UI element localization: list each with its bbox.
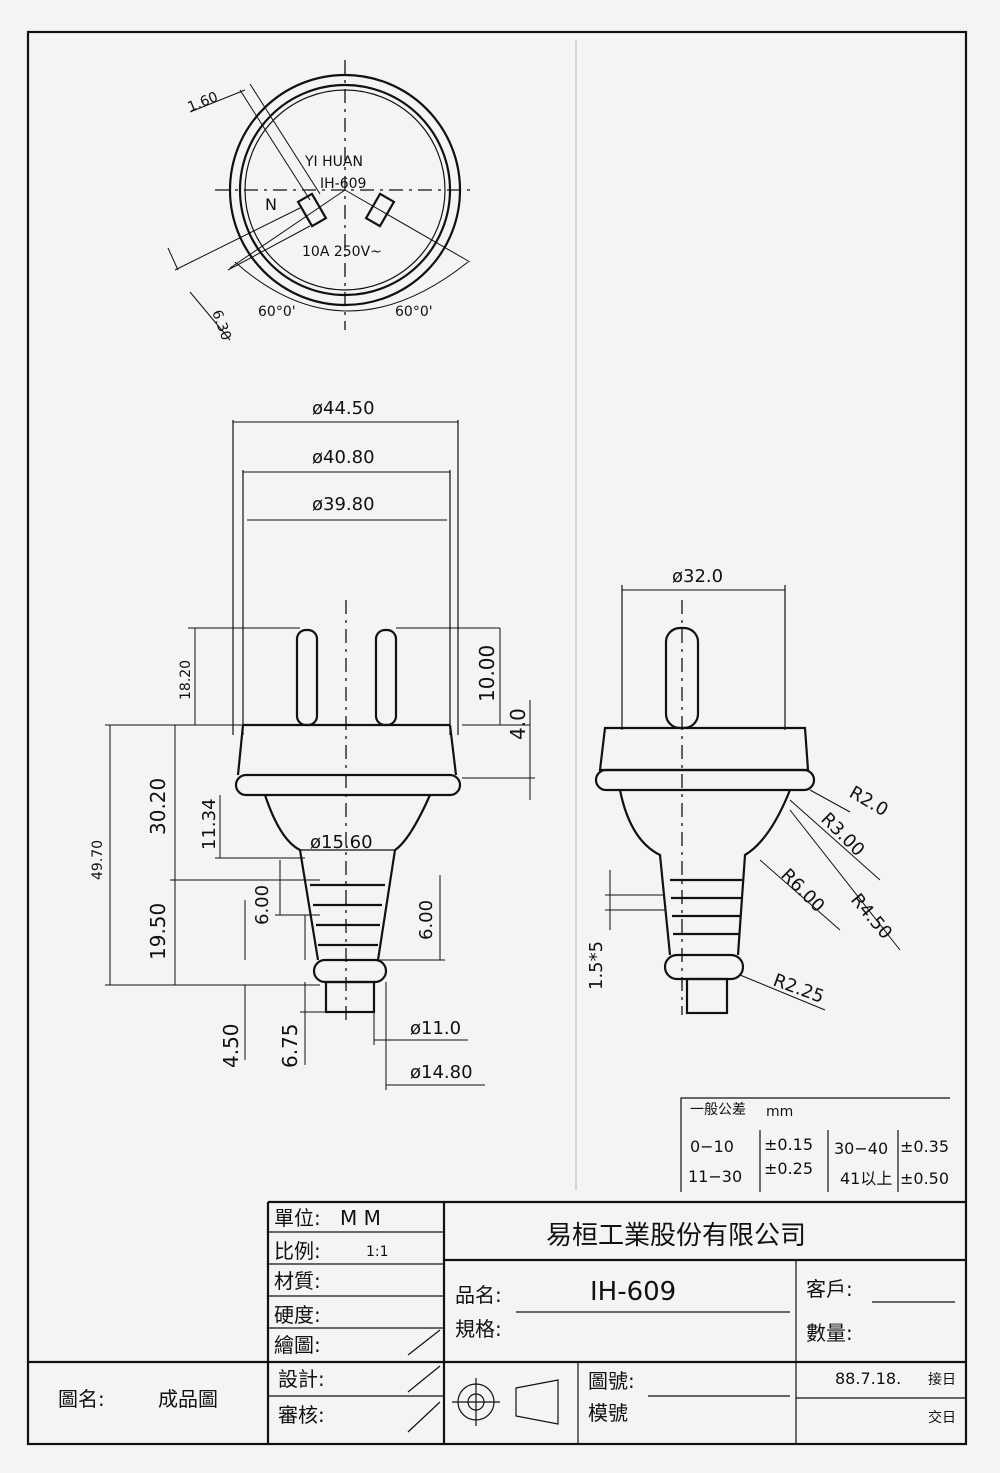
- title-block: 單位: M M 比例: 1:1 材質: 硬度: 繪圖: 設計: 審核: 易桓工業…: [28, 1200, 966, 1444]
- spec-label: 規格:: [455, 1317, 502, 1341]
- rib-b-label: 6.00: [416, 900, 437, 940]
- strain-ring: [312, 958, 388, 984]
- side-dia-label: ø32.0: [672, 566, 723, 587]
- neutral-pin-slot: [296, 192, 328, 228]
- material-label: 材質:: [274, 1269, 321, 1293]
- tol-val-a1: ±0.15: [764, 1135, 813, 1154]
- front-view: ø44.50 ø40.80 ø39.80 18.20 49.70 30.20: [90, 398, 535, 1090]
- h4-label: 4.0: [506, 708, 530, 740]
- side-cable: [685, 977, 729, 1015]
- pin-width-label: 1.60: [186, 89, 221, 116]
- r3-label: R6.00: [776, 865, 828, 917]
- angle-right-label: 60°0': [395, 304, 433, 320]
- company-name: 易桓工業股份有限公司: [546, 1221, 806, 1251]
- sheet-border: [26, 30, 968, 1446]
- drawing-name-value: 成品圖: [158, 1387, 218, 1411]
- side-ring: [663, 953, 745, 981]
- model-marking: IH-609: [320, 176, 366, 192]
- scale-value: 1:1: [366, 1244, 389, 1260]
- h30-label: 30.20: [146, 778, 170, 835]
- pin-len-label: 18.20: [178, 660, 194, 700]
- pitch-label: 1.5*5: [586, 941, 607, 990]
- pin-offset-label: 6.30: [208, 308, 234, 343]
- h19-label: 19.50: [146, 903, 170, 960]
- pin-left: [295, 628, 319, 727]
- r5-label: R2.25: [770, 970, 827, 1008]
- tol-range-b1: 30−40: [834, 1139, 888, 1158]
- dia-inner-label: ø39.80: [312, 494, 375, 515]
- projection-symbol: [452, 1378, 559, 1426]
- dia-mid-label: ø40.80: [312, 447, 375, 468]
- tol-title: 一般公差: [690, 1102, 746, 1118]
- neutral-marking: N: [265, 195, 277, 214]
- draw-label: 繪圖:: [274, 1333, 321, 1357]
- tol-range-b2: 41以上: [840, 1169, 892, 1188]
- tol-val-a2: ±0.25: [764, 1159, 813, 1178]
- tol-val-b1: ±0.35: [900, 1137, 949, 1156]
- h675-label: 6.75: [278, 1023, 302, 1068]
- pin-right: [374, 628, 398, 727]
- customer-label: 客戶:: [806, 1277, 853, 1301]
- qty-label: 數量:: [806, 1321, 853, 1345]
- receive-label: 接日: [928, 1371, 956, 1388]
- dia-cable-label: ø11.0: [410, 1018, 461, 1039]
- tol-unit: mm: [766, 1104, 793, 1120]
- h11-label: 11.34: [199, 798, 220, 850]
- product-value: IH-609: [590, 1277, 676, 1307]
- tol-range-a1: 0−10: [690, 1137, 734, 1156]
- tol-val-b2: ±0.50: [900, 1169, 949, 1188]
- dia-ring-label: ø14.80: [410, 1062, 473, 1083]
- body-flange: [234, 773, 462, 797]
- deliver-label: 交日: [928, 1409, 956, 1426]
- side-view: ø32.0 R2.0 R3.00 R6.00 R4.50 R2.25 1.5*5: [586, 566, 901, 1015]
- h10-label: 10.00: [475, 645, 499, 702]
- r1-label: R2.0: [846, 782, 892, 821]
- hardness-label: 硬度:: [274, 1303, 321, 1327]
- dia-neck-label: ø15.60: [310, 832, 373, 853]
- angle-left-label: 60°0': [258, 304, 296, 320]
- product-label: 品名:: [455, 1283, 502, 1307]
- drawing-name-label: 圖名:: [58, 1387, 105, 1411]
- unit-value: M M: [340, 1206, 381, 1230]
- rib-a-label: 6.00: [252, 885, 273, 925]
- review-label: 審核:: [278, 1403, 325, 1427]
- h49-label: 49.70: [90, 840, 106, 880]
- tolerance-table: 一般公差 mm 0−10 ±0.15 30−40 ±0.35 11−30 ±0.…: [680, 1097, 950, 1192]
- date-value: 88.7.18.: [835, 1369, 901, 1388]
- scale-label: 比例:: [274, 1239, 321, 1263]
- unit-label: 單位:: [274, 1206, 321, 1230]
- face-view: 1.60 6.30 60°0' 60°0' YI HUAN IH-609 N 1…: [167, 60, 475, 343]
- rating-marking: 10A 250V~: [302, 244, 382, 260]
- mold-no-label: 模號: [588, 1401, 628, 1425]
- brand-marking: YI HUAN: [304, 154, 363, 170]
- design-label: 設計:: [278, 1367, 325, 1391]
- h450-label: 4.50: [219, 1023, 243, 1068]
- cable: [324, 980, 376, 1014]
- dia-outer-label: ø44.50: [312, 398, 375, 419]
- side-flange: [594, 768, 816, 792]
- tol-range-a2: 11−30: [688, 1167, 742, 1186]
- drawing-no-label: 圖號:: [588, 1369, 635, 1393]
- r4-label: R4.50: [846, 890, 896, 944]
